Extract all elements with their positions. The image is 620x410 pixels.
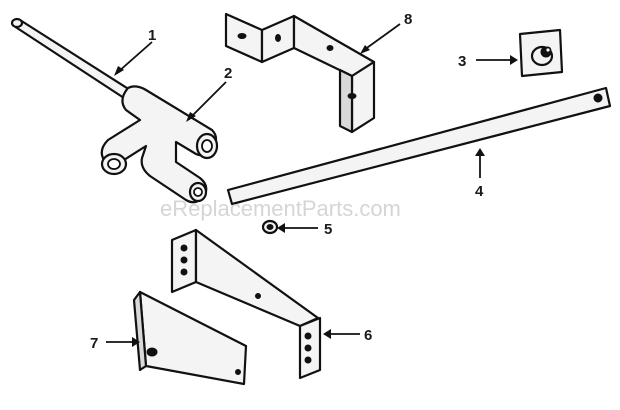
- callout-3: 3: [458, 53, 466, 70]
- leader-2: [186, 81, 227, 122]
- callout-6: 6: [364, 327, 372, 344]
- leader-4: [475, 148, 485, 178]
- watermark: eReplacementParts.com: [160, 196, 401, 221]
- leader-5: [277, 223, 318, 233]
- part-lower-bracket: [170, 228, 322, 380]
- leader-3: [476, 55, 518, 65]
- part-stud-plate: [518, 28, 564, 78]
- leader-1: [114, 41, 153, 76]
- part-nut: [261, 219, 279, 235]
- callout-4: 4: [475, 183, 484, 200]
- leader-7: [106, 337, 140, 347]
- callout-2: 2: [224, 65, 232, 82]
- part-rod: [10, 17, 132, 100]
- part-upper-bracket: [224, 12, 376, 134]
- leader-8: [360, 23, 401, 54]
- leader-6: [323, 329, 360, 339]
- callout-8: 8: [404, 11, 412, 28]
- callout-5: 5: [324, 221, 332, 238]
- callout-7: 7: [90, 335, 98, 352]
- callout-1: 1: [148, 27, 156, 44]
- part-flat-bar: [226, 86, 612, 206]
- part-tee-fitting: [100, 85, 219, 204]
- part-triangular-plate: [132, 290, 248, 386]
